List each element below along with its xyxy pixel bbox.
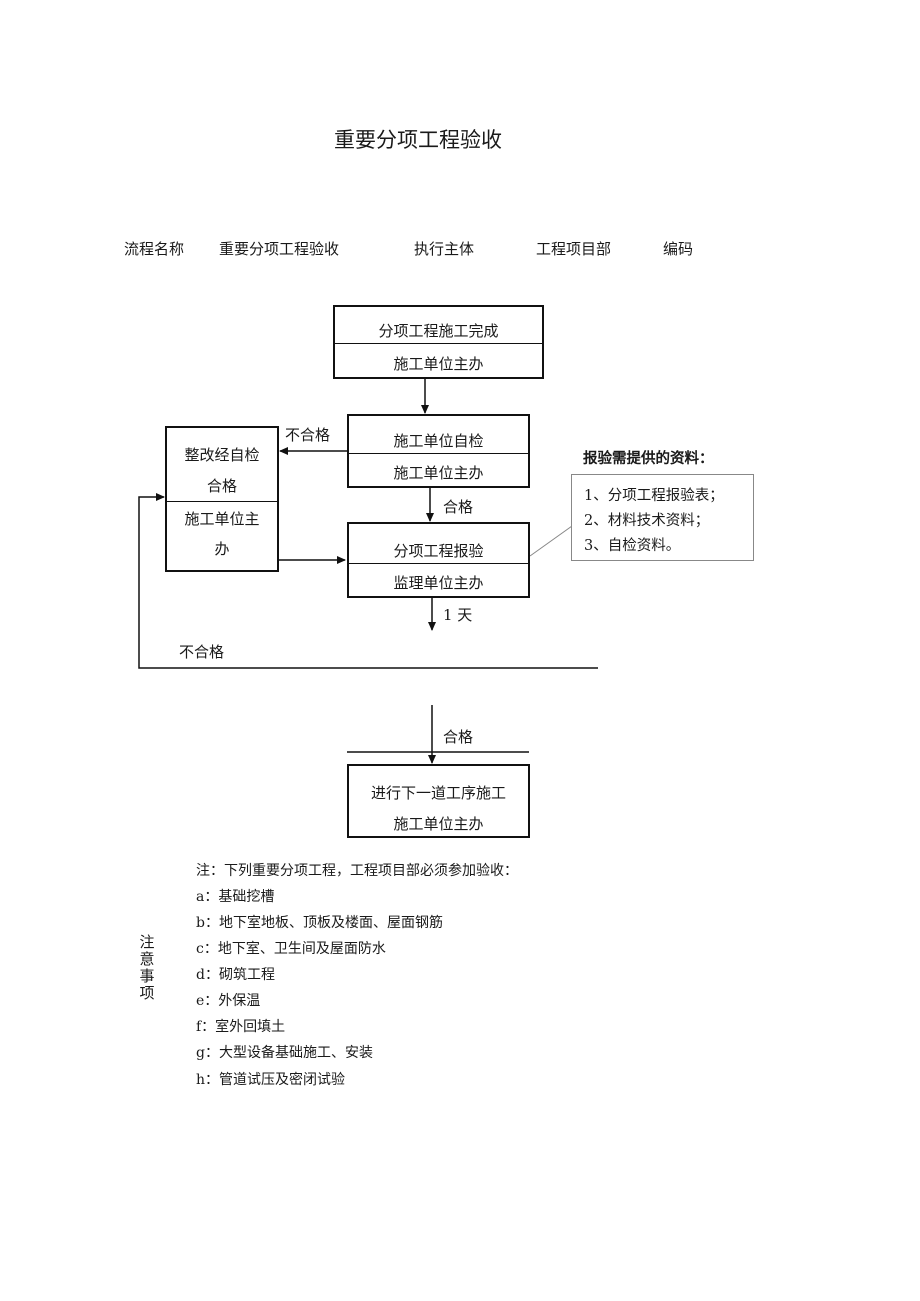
notes-intro: 注：下列重要分项工程，工程项目部必须参加验收：: [196, 863, 518, 879]
process-name-value: 重要分项工程验收: [219, 240, 340, 258]
label-fail-2: 不合格: [179, 643, 225, 661]
materials-callout-line: [529, 520, 573, 557]
materials-item: 3、自检资料。: [584, 538, 681, 554]
materials-item: 1、分项工程报验表；: [584, 488, 724, 504]
materials-box: 1、分项工程报验表； 2、材料技术资料； 3、自检资料。: [571, 474, 754, 561]
notes-side-char: 注: [139, 933, 155, 951]
notes-side-char: 项: [139, 984, 155, 1002]
box-inspection-report-owner: 监理单位主办: [393, 574, 484, 592]
label-pass-2: 合格: [443, 728, 474, 746]
notes-item: c：地下室、卫生间及屋面防水: [196, 941, 386, 957]
notes-side-char: 事: [139, 967, 155, 985]
page-title: 重要分项工程验收: [334, 128, 502, 152]
box-rectify-line4: 办: [214, 540, 230, 558]
notes-item: a：基础挖槽: [196, 889, 275, 905]
box-rectify-line1: 整改经自检: [184, 446, 260, 464]
notes-item: d：砌筑工程: [196, 967, 275, 983]
box-next-process-title: 进行下一道工序施工: [370, 784, 506, 802]
box-self-check-title: 施工单位自检: [393, 432, 484, 450]
notes-item: e：外保温: [196, 993, 261, 1009]
box-inspection-report-title: 分项工程报验: [393, 542, 484, 560]
fail-loop-line: [138, 493, 598, 669]
code-label: 编码: [663, 240, 694, 258]
box-rectify-line3: 施工单位主: [184, 510, 260, 528]
materials-heading: 报验需提供的资料：: [583, 451, 714, 467]
notes-side-label: 注 意 事 项: [137, 934, 157, 1002]
label-one-day: 1 天: [443, 606, 473, 624]
process-name-label: 流程名称: [124, 240, 185, 258]
box-self-check-owner: 施工单位主办: [393, 464, 484, 482]
executor-value: 工程项目部: [536, 240, 612, 258]
box-rectify-line2: 合格: [206, 477, 237, 495]
box-next-process: 进行下一道工序施工 施工单位主办: [347, 764, 530, 838]
box-self-check: 施工单位自检 施工单位主办: [347, 414, 530, 488]
box-subitem-complete: 分项工程施工完成 施工单位主办: [333, 305, 544, 379]
notes-side-char: 意: [139, 950, 155, 968]
label-pass-1: 合格: [443, 498, 474, 516]
materials-item: 2、材料技术资料；: [584, 513, 710, 529]
box-subitem-complete-owner: 施工单位主办: [393, 355, 484, 373]
box-rectify: 整改经自检 合格 施工单位主 办: [165, 426, 279, 572]
box-inspection-report: 分项工程报验 监理单位主办: [347, 522, 530, 598]
notes-item: g：大型设备基础施工、安装: [196, 1045, 373, 1061]
box-next-process-owner: 施工单位主办: [393, 815, 484, 833]
executor-label: 执行主体: [414, 240, 475, 258]
label-fail-1: 不合格: [285, 426, 331, 444]
box-subitem-complete-title: 分项工程施工完成: [378, 322, 499, 340]
notes-item: f：室外回填土: [196, 1019, 286, 1035]
notes-item: b：地下室地板、顶板及楼面、屋面钢筋: [196, 915, 443, 931]
notes-item: h：管道试压及密闭试验: [196, 1072, 346, 1088]
